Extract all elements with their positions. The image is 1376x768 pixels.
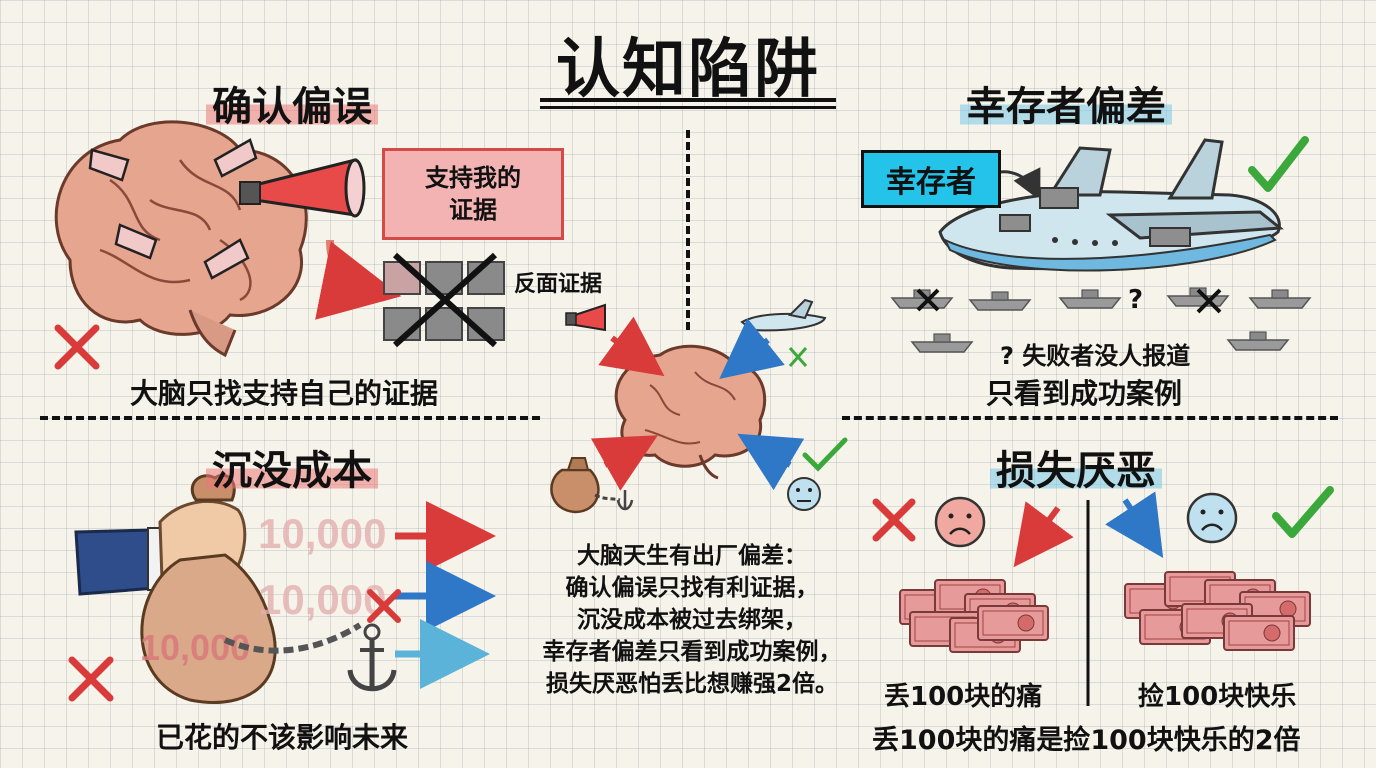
amount-2: 10,000 bbox=[258, 576, 386, 623]
gain-label: 捡100块快乐 bbox=[1138, 682, 1297, 712]
support-evidence-box: 支持我的证据 bbox=[382, 148, 564, 240]
counter-evidence-grid bbox=[383, 252, 505, 348]
caption-sunk-cost: 已花的不该影响未来 bbox=[156, 721, 409, 754]
amount-1: 10,000 bbox=[258, 510, 386, 557]
megaphone-icon bbox=[239, 158, 366, 218]
neutral-face-icon bbox=[787, 477, 821, 511]
check-icon bbox=[1248, 136, 1309, 192]
cross-icon-small-2 bbox=[1196, 288, 1222, 314]
bag-amount: 10,000 bbox=[140, 627, 250, 668]
cross-icon-sunk bbox=[367, 589, 401, 623]
small-megaphone-icons bbox=[88, 138, 258, 280]
arrow-to-plane bbox=[999, 167, 1041, 201]
brain-icon-center bbox=[614, 344, 767, 480]
divider-right bbox=[842, 416, 1338, 420]
arrow-survivorship bbox=[719, 318, 785, 379]
sad-face-icon-2 bbox=[1186, 492, 1238, 544]
arrow-gain bbox=[1105, 491, 1164, 559]
money-bag-icon-center bbox=[550, 457, 634, 514]
arrow-loss-aversion bbox=[737, 433, 805, 491]
heading-confirmation-bias: 确认偏误 bbox=[206, 74, 378, 132]
banknote-stack-icon bbox=[899, 579, 1049, 653]
divider-center bbox=[686, 130, 690, 330]
arrow-to-counter bbox=[315, 239, 402, 320]
summary-line: 确认偏误只找有利证据， bbox=[565, 575, 819, 601]
counter-evidence-label: 反面证据 bbox=[514, 272, 603, 297]
center-summary: 大脑天生有出厂偏差： 确认偏误只找有利证据， 沉没成本被过去绑架， 幸存者偏差只… bbox=[502, 540, 882, 700]
airplane-icon bbox=[938, 138, 1284, 272]
megaphone-icon-center bbox=[565, 303, 606, 332]
cross-icon-loss bbox=[872, 498, 916, 542]
check-icon-center bbox=[802, 437, 848, 472]
survivor-tag: 幸存者 bbox=[861, 150, 1001, 208]
arrow-confirmation bbox=[598, 316, 665, 377]
anchor-icon bbox=[347, 623, 397, 692]
heading-survivorship-bias: 幸存者偏差 bbox=[960, 74, 1172, 132]
summary-line: 幸存者偏差只看到成功案例， bbox=[542, 639, 842, 665]
support-box-line-2: 证据 bbox=[449, 196, 497, 224]
caption-confirmation-bias: 大脑只找支持自己的证据 bbox=[130, 377, 439, 410]
summary-line: 损失厌恶怕丢比想赚强2倍。 bbox=[545, 671, 838, 697]
chain-icon bbox=[223, 622, 362, 654]
heading-loss-aversion: 损失厌恶 bbox=[990, 438, 1162, 496]
question-mark-icon-2: ? bbox=[1000, 342, 1023, 370]
cross-icon-sunk-2 bbox=[68, 656, 114, 702]
heading-sunk-cost: 沉没成本 bbox=[206, 438, 378, 496]
banknote-stack-icon-2 bbox=[1124, 571, 1311, 651]
check-icon-gain bbox=[1272, 486, 1334, 538]
sad-face-icon bbox=[934, 496, 986, 548]
arrow-sunk-cost bbox=[590, 435, 658, 491]
divider-left bbox=[40, 416, 540, 420]
page-title: 认知陷阱 bbox=[556, 33, 820, 107]
arrow-loss bbox=[1013, 501, 1074, 568]
cross-icon bbox=[54, 324, 100, 370]
caption-survivorship-bias: 只看到成功案例 bbox=[986, 377, 1183, 410]
loss-label: 丢100块的痛 bbox=[884, 682, 1043, 712]
summary-line: 沉没成本被过去绑架， bbox=[577, 607, 807, 633]
summary-line: 大脑天生有出厂偏差： bbox=[577, 543, 807, 569]
airplane-icon-center bbox=[740, 298, 827, 332]
title-underline-2 bbox=[540, 106, 836, 109]
unreported-label: ? 失败者没人报道 bbox=[1000, 342, 1191, 370]
support-box-line-1: 支持我的 bbox=[425, 164, 521, 192]
question-mark-icon: ? bbox=[1128, 285, 1143, 315]
title-underline bbox=[540, 98, 836, 102]
cross-icon-small bbox=[916, 288, 940, 312]
cross-icon-green bbox=[788, 347, 808, 367]
caption-loss-aversion: 丢100块的痛是捡100块快乐的2倍 bbox=[872, 725, 1301, 756]
